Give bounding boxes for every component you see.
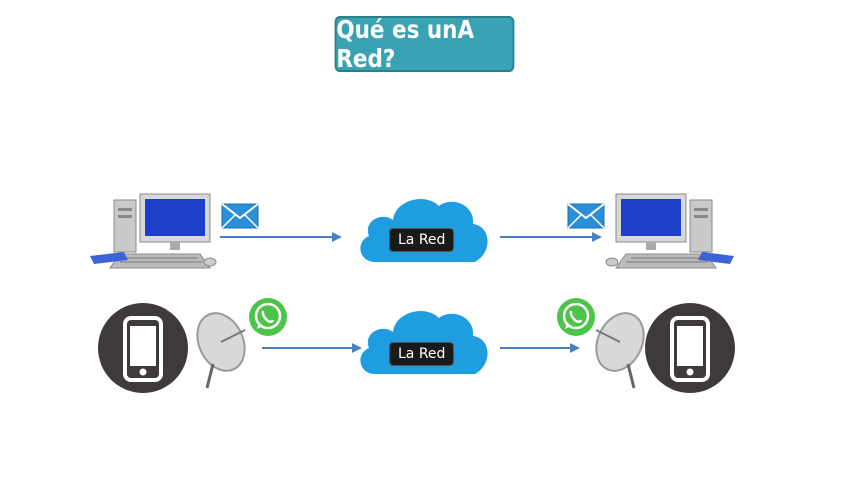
mail-icon <box>567 203 605 229</box>
whatsapp-icon <box>249 298 287 336</box>
arrow-right-1b <box>500 232 602 242</box>
satellite-dish-icon <box>196 312 246 389</box>
arrow-right-2a <box>262 343 362 353</box>
sender-phone-icon <box>98 303 188 393</box>
arrow-right-1a <box>220 232 342 242</box>
satellite-dish-icon <box>595 312 645 389</box>
network-label-2: La Red <box>389 342 455 366</box>
receiver-phone-icon <box>645 303 735 393</box>
network-label-1: La Red <box>389 228 455 252</box>
receiver-computer <box>605 193 734 269</box>
arrow-right-2b <box>500 343 580 353</box>
sender-computer <box>90 193 217 269</box>
page-title: Qué es unA Red? <box>334 15 515 73</box>
mail-icon <box>221 203 259 229</box>
whatsapp-icon <box>557 298 595 336</box>
